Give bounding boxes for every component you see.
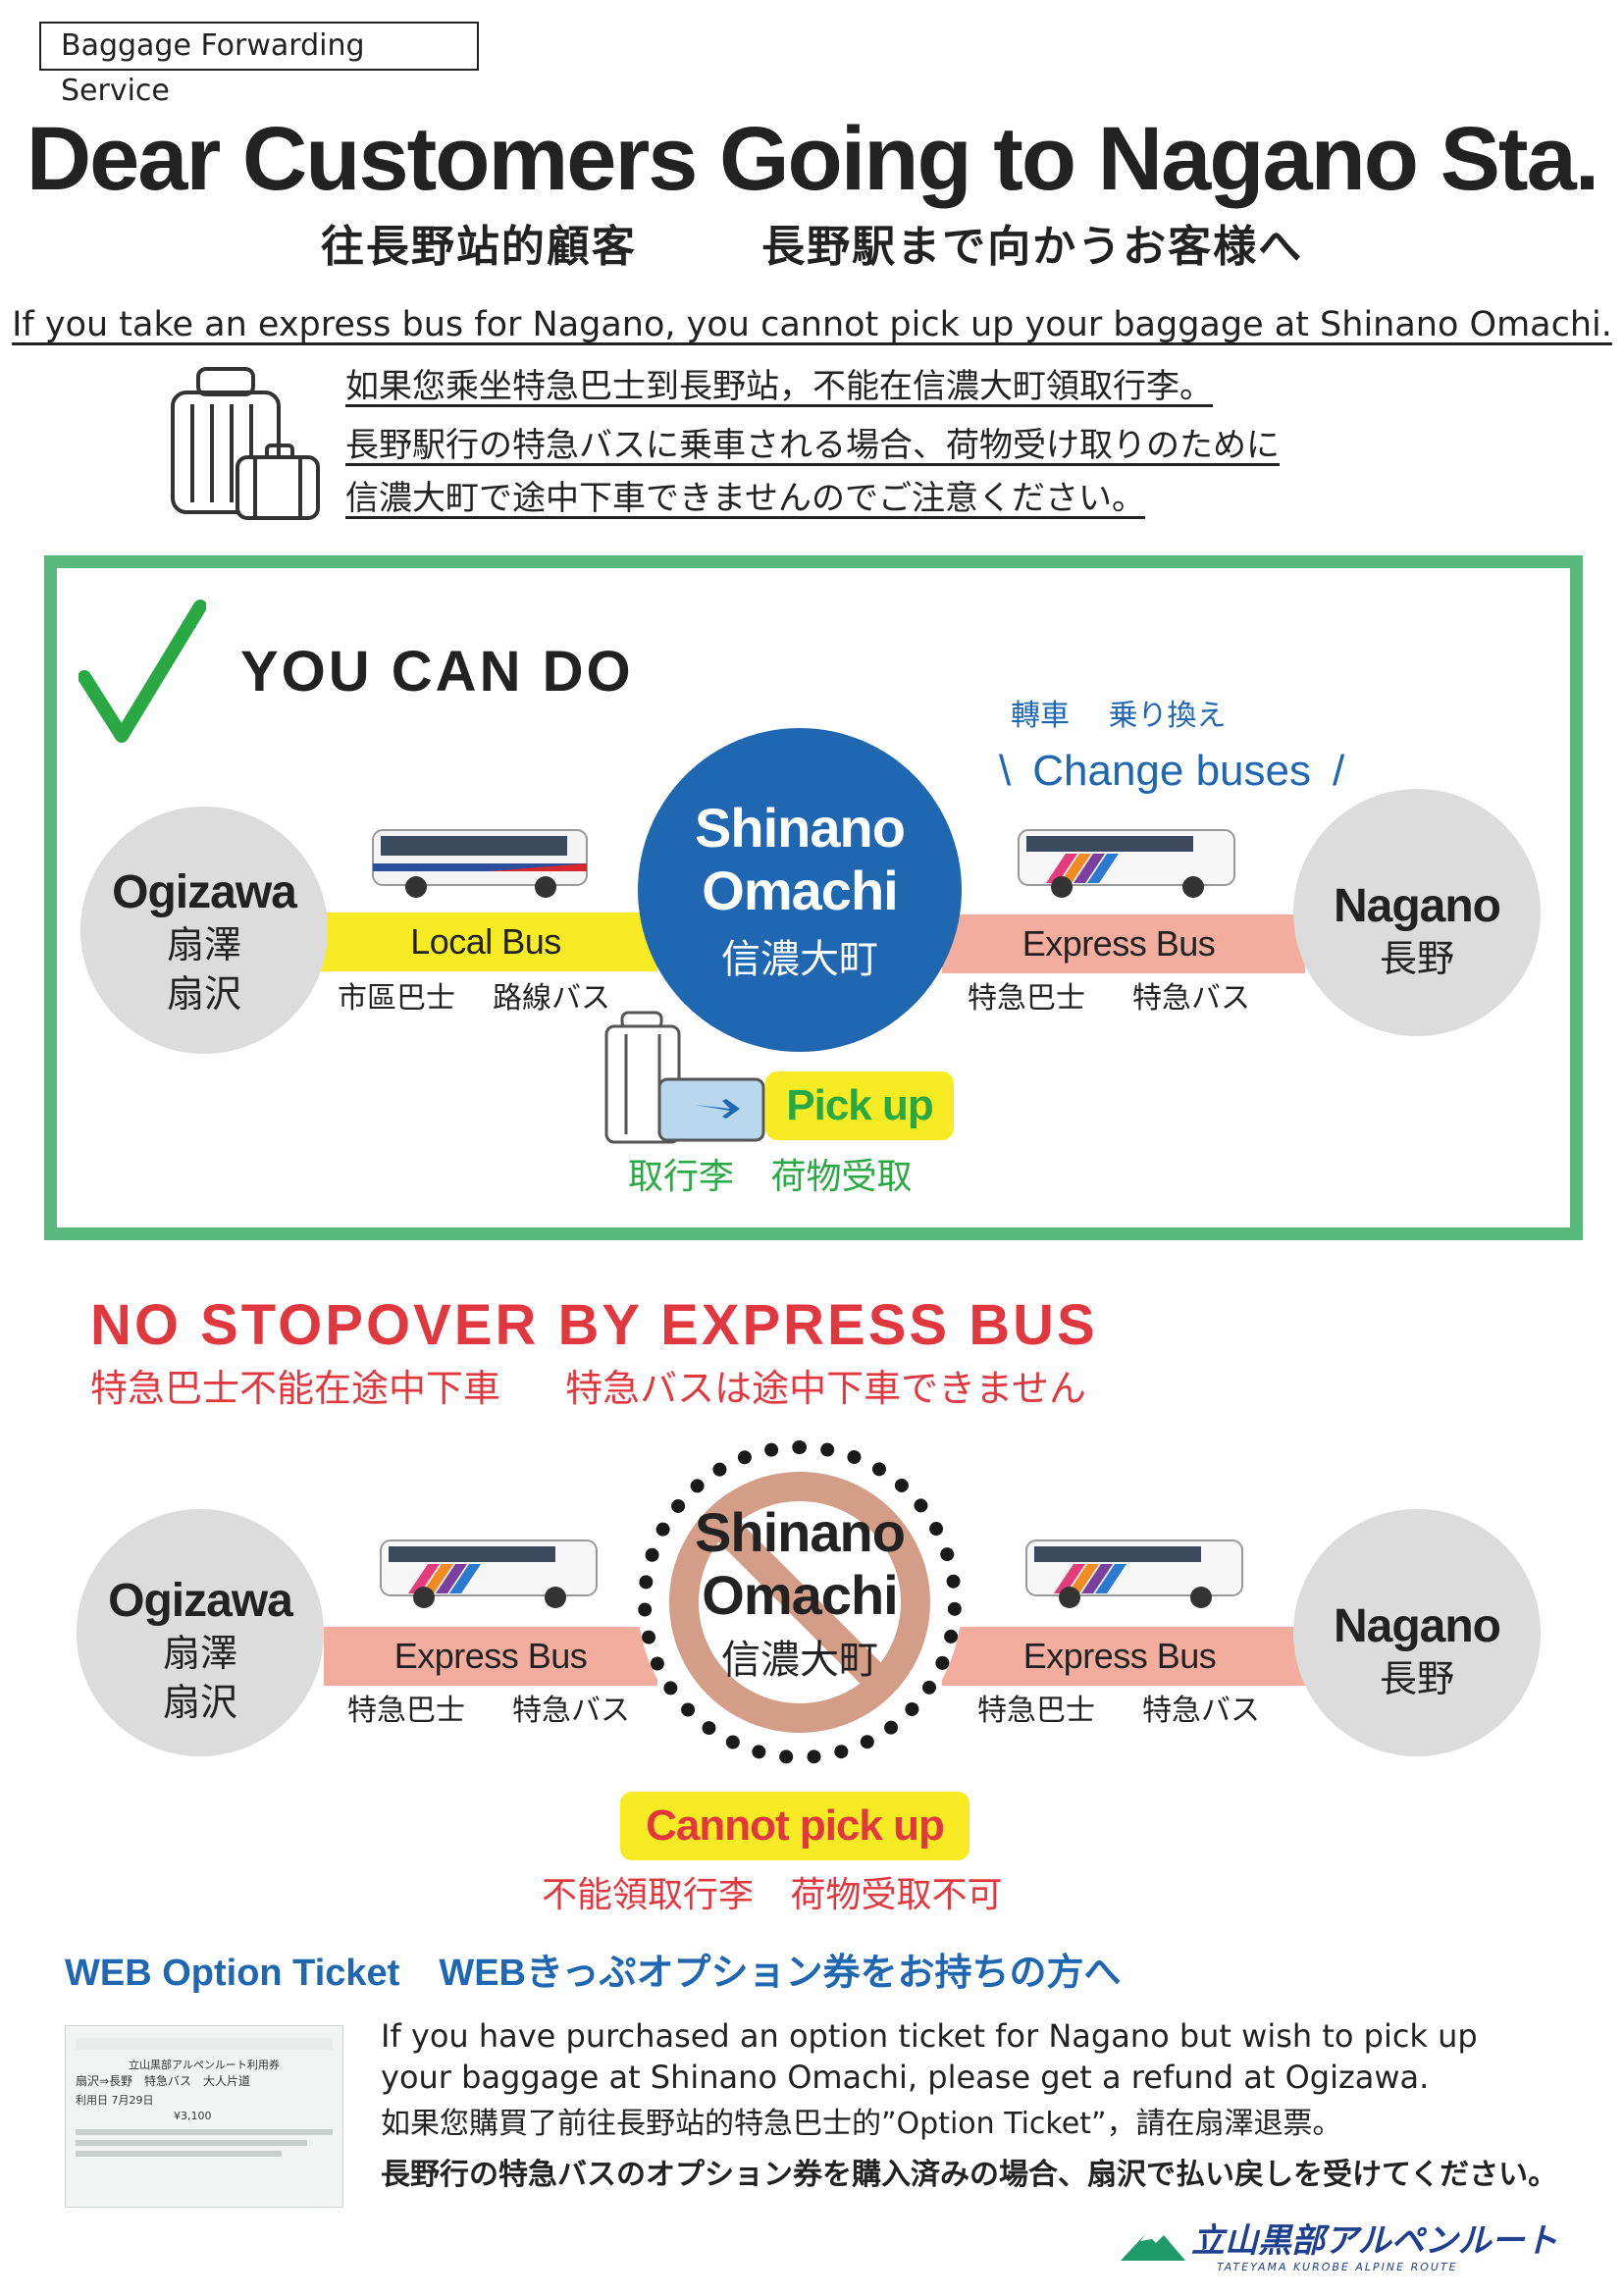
logo-en: TATEYAMA KUROBE ALPINE ROUTE [1217, 2261, 1458, 2273]
no-stopover-ja: 特急バスは途中下車できません [565, 1367, 1086, 1410]
ticket-line [76, 2140, 307, 2146]
logo-ja: 立山黒部アルペンルート [1191, 2221, 1558, 2261]
pickup-ja: 荷物受取 [770, 1157, 913, 1197]
web-title-en: WEB Option Ticket [65, 1953, 400, 1994]
origin2-zh: 扇澤 [162, 1632, 237, 1675]
change-buses-sub: 轉車 乗り換え [1011, 697, 1227, 736]
ticket-price: ¥3,100 [174, 2110, 212, 2122]
express-bus-icon [1018, 829, 1235, 898]
cannot-zh: 不能領取行李 [542, 1875, 755, 1915]
change-slash-right: / [1333, 747, 1345, 795]
can-do-panel [44, 555, 1583, 1240]
web-title-ja: WEBきっぷオプション券をお持ちの方へ [439, 1953, 1122, 1994]
notice-ja-2: 信濃大町で途中下車できませんのでご注意ください。 [345, 479, 1145, 518]
change-en: Change buses [1032, 747, 1311, 795]
stop-en-2: Omachi [702, 860, 898, 921]
dest-en: Nagano [1333, 880, 1501, 932]
dest2-ja: 長野 [1379, 1657, 1454, 1700]
luggage-icon [171, 367, 320, 520]
can-do-title: YOU CAN DO [240, 640, 634, 704]
blocked-en-2: Omachi [702, 1564, 898, 1626]
origin2-en: Ogizawa [108, 1575, 293, 1627]
no-stopover-zh: 特急巴士不能在途中下車 [90, 1367, 501, 1410]
express-bus-icon-2 [380, 1539, 598, 1608]
origin-en: Ogizawa [112, 866, 297, 918]
express-bus-icon-3 [1025, 1539, 1243, 1608]
ticket-route: 扇沢⇒長野 特急バス 大人片道 [76, 2074, 251, 2088]
change-buses-label: \ Change buses / [999, 744, 1344, 799]
notice-zh: 如果您乘坐特急巴士到長野站，不能在信濃大町領取行李。 [345, 367, 1213, 406]
option-ticket-image: 立山黒部アルペンルート利用券 扇沢⇒長野 特急バス 大人片道 利用日 7月29日… [65, 2025, 343, 2208]
cannot-ja: 荷物受取不可 [790, 1875, 1003, 1915]
change-ja: 乗り換え [1108, 699, 1227, 733]
leg2-ja: 特急バス [1142, 1694, 1260, 1728]
pickup-zh: 取行李 [628, 1157, 735, 1197]
web-info-en: If you have purchased an option ticket f… [381, 2015, 1478, 2098]
blocked-en-1: Shinano [695, 1501, 906, 1563]
dest2-en: Nagano [1333, 1600, 1501, 1652]
mountain-logo-icon [1121, 2233, 1185, 2261]
suitcases-icon [604, 1011, 765, 1144]
local-bus-zh: 市區巴士 [338, 981, 455, 1016]
local-bus-ja: 路線バス [493, 981, 610, 1016]
origin-ja: 扇沢 [166, 972, 241, 1016]
web-info-zh: 如果您購買了前往長野站的特急巴士的”Option Ticket”，請在扇澤退票。 [381, 2107, 1342, 2141]
pickup-sub: 取行李 荷物受取 [628, 1154, 912, 1201]
origin-ogizawa-2: Ogizawa 扇澤 扇沢 [77, 1509, 324, 1756]
cannot-pickup-sub: 不能領取行李 荷物受取不可 [542, 1872, 1002, 1919]
subtitle-zh: 往長野站的顧客 [320, 222, 637, 272]
no-stopover-sub: 特急巴士不能在途中下車 特急バスは途中下車できません [90, 1364, 1086, 1413]
prohibited-icon [669, 1472, 930, 1733]
express-bus-zh: 特急巴士 [968, 981, 1085, 1016]
local-bus-icon [372, 829, 588, 898]
origin-ogizawa: Ogizawa 扇澤 扇沢 [80, 807, 328, 1054]
stop-ja: 信濃大町 [721, 937, 878, 982]
web-option-title: WEB Option Ticket WEBきっぷオプション券をお持ちの方へ [65, 1947, 1160, 2000]
express-bus-ja: 特急バス [1132, 981, 1250, 1016]
dest-nagano-2: Nagano 長野 [1293, 1509, 1541, 1756]
page-subtitle: 往長野站的顧客 長野駅まで向かうお客様へ [0, 218, 1624, 277]
notice-en: If you take an express bus for Nagano, y… [12, 305, 1612, 344]
blocked-ja: 信濃大町 [721, 1638, 878, 1683]
local-bus-band: Local Bus [314, 913, 657, 971]
change-zh: 轉車 [1011, 699, 1070, 733]
express-bus-band: Express Bus [942, 914, 1305, 973]
stop-en-1: Shinano [695, 797, 906, 859]
ticket-stub [76, 2038, 333, 2050]
leg1-zh: 特急巴士 [347, 1694, 465, 1728]
ticket-line [76, 2151, 282, 2157]
origin2-ja: 扇沢 [162, 1681, 237, 1724]
no-stopover-title: NO STOPOVER BY EXPRESS BUS [90, 1293, 1098, 1357]
stop-shinano-omachi-blocked: Shinano Omachi 信濃大町 [638, 1440, 962, 1764]
ticket-date: 利用日 7月29日 [76, 2094, 154, 2107]
checkmark-icon [79, 600, 206, 743]
alpine-route-logo: 立山黒部アルペンルート TATEYAMA KUROBE ALPINE ROUTE [1119, 2221, 1570, 2276]
leg1-ja: 特急バス [512, 1694, 630, 1728]
web-info-en-2: your baggage at Shinano Omachi, please g… [381, 2059, 1430, 2096]
cannot-pickup-badge: Cannot pick up [620, 1792, 969, 1860]
origin-zh: 扇澤 [166, 923, 241, 966]
leg2-zh: 特急巴士 [977, 1694, 1095, 1728]
change-slash-left: \ [999, 747, 1012, 795]
page-title: Dear Customers Going to Nagano Sta. [26, 109, 1600, 209]
ticket-heading: 立山黒部アルペンルート利用券 [129, 2059, 280, 2071]
web-info-en-1: If you have purchased an option ticket f… [381, 2017, 1478, 2055]
ticket-line [76, 2129, 333, 2135]
notice-ja-1: 長野駅行の特急バスに乗車される場合、荷物受け取りのために [345, 426, 1280, 465]
dest-nagano: Nagano 長野 [1293, 789, 1541, 1036]
express-bus-band-2: Express Bus [942, 1627, 1307, 1686]
dest-ja: 長野 [1379, 937, 1454, 980]
subtitle-ja: 長野駅まで向かうお客様へ [761, 222, 1304, 272]
web-info-ja: 長野行の特急バスのオプション券を購入済みの場合、扇沢で払い戻しを受けてください。 [381, 2158, 1558, 2192]
service-tag: Baggage Forwarding Service [39, 22, 479, 108]
pickup-badge: Pick up [765, 1071, 954, 1140]
stop-shinano-omachi: Shinano Omachi 信濃大町 [638, 728, 962, 1052]
express-bus-band-1: Express Bus [324, 1627, 657, 1686]
